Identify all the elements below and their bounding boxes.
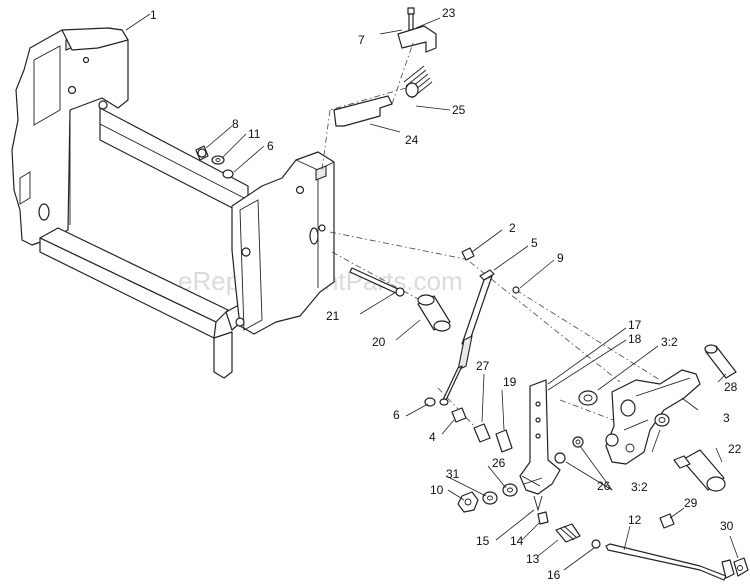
callout-21: 21 [326, 309, 340, 323]
bolt-4 [451, 407, 467, 423]
callout-29: 29 [684, 496, 698, 510]
bracket-19 [495, 429, 513, 453]
plate-24 [333, 95, 393, 127]
callout-22: 22 [728, 442, 742, 456]
bolt-2 [461, 247, 475, 261]
callout-31: 31 [446, 467, 460, 481]
callout-13: 13 [526, 552, 540, 566]
gas-strut-5 [439, 269, 495, 406]
main-frame [11, 27, 335, 379]
callout-3-2-upper: 3:2 [661, 335, 678, 349]
callout-28: 28 [724, 380, 738, 394]
callout-19: 19 [503, 375, 517, 389]
callout-6-upper: 6 [267, 139, 274, 153]
bolt-8 [195, 145, 209, 161]
bracket-23 [397, 25, 437, 53]
pedal-arm-3 [605, 369, 701, 465]
callout-labels: 1 2 3 3:2 3:2 4 5 6 6 7 8 9 10 11 12 13 … [150, 6, 742, 582]
nut-10 [457, 491, 479, 513]
washers-26b [554, 436, 584, 464]
nut-30 [733, 557, 749, 577]
callout-15: 15 [476, 534, 490, 548]
washer-11 [211, 155, 225, 165]
nut-16 [591, 539, 601, 549]
callout-30: 30 [720, 519, 734, 533]
callout-26-left: 26 [492, 456, 506, 470]
clip-14 [537, 511, 549, 525]
pin-28 [704, 344, 737, 379]
washer-9 [512, 286, 520, 294]
callout-11: 11 [248, 127, 261, 141]
cotter-pin-15 [533, 495, 543, 512]
callout-18: 18 [628, 332, 642, 346]
callout-6-lower: 6 [393, 408, 400, 422]
callout-27: 27 [476, 359, 490, 373]
spacer-20 [417, 294, 451, 332]
callout-3: 3 [723, 411, 730, 425]
pin-27 [473, 423, 491, 443]
callout-8: 8 [232, 117, 239, 131]
callout-10: 10 [430, 483, 444, 497]
callout-24: 24 [405, 133, 419, 147]
callout-16: 16 [547, 568, 561, 582]
bolt-29 [659, 513, 675, 529]
callout-3-2-lower: 3:2 [631, 480, 648, 494]
washer-26a [502, 483, 518, 497]
callout-20: 20 [372, 335, 386, 349]
leader-lines [125, 13, 739, 571]
callout-9: 9 [557, 251, 564, 265]
bushing-3-2-upper [578, 390, 598, 406]
callout-1: 1 [150, 8, 157, 22]
callout-17: 17 [628, 318, 642, 332]
callout-12: 12 [628, 513, 642, 527]
nut-6-upper [222, 169, 234, 179]
callout-7: 7 [358, 33, 365, 47]
bolt-7 [407, 7, 415, 31]
callout-14: 14 [510, 534, 524, 548]
callout-26-right: 26 [597, 479, 611, 493]
callout-5: 5 [531, 236, 538, 250]
washer-31 [482, 491, 498, 505]
rod-end-13 [555, 523, 581, 543]
callout-23: 23 [442, 6, 456, 20]
lever-17 [519, 379, 561, 495]
callout-25: 25 [452, 103, 466, 117]
bushing-3-2-lower [654, 413, 670, 427]
bolt-21 [349, 267, 405, 297]
grip-22 [673, 449, 726, 492]
callout-2: 2 [509, 221, 516, 235]
rod-12 [605, 543, 735, 581]
callout-4: 4 [429, 430, 436, 444]
spring-25 [403, 65, 433, 99]
